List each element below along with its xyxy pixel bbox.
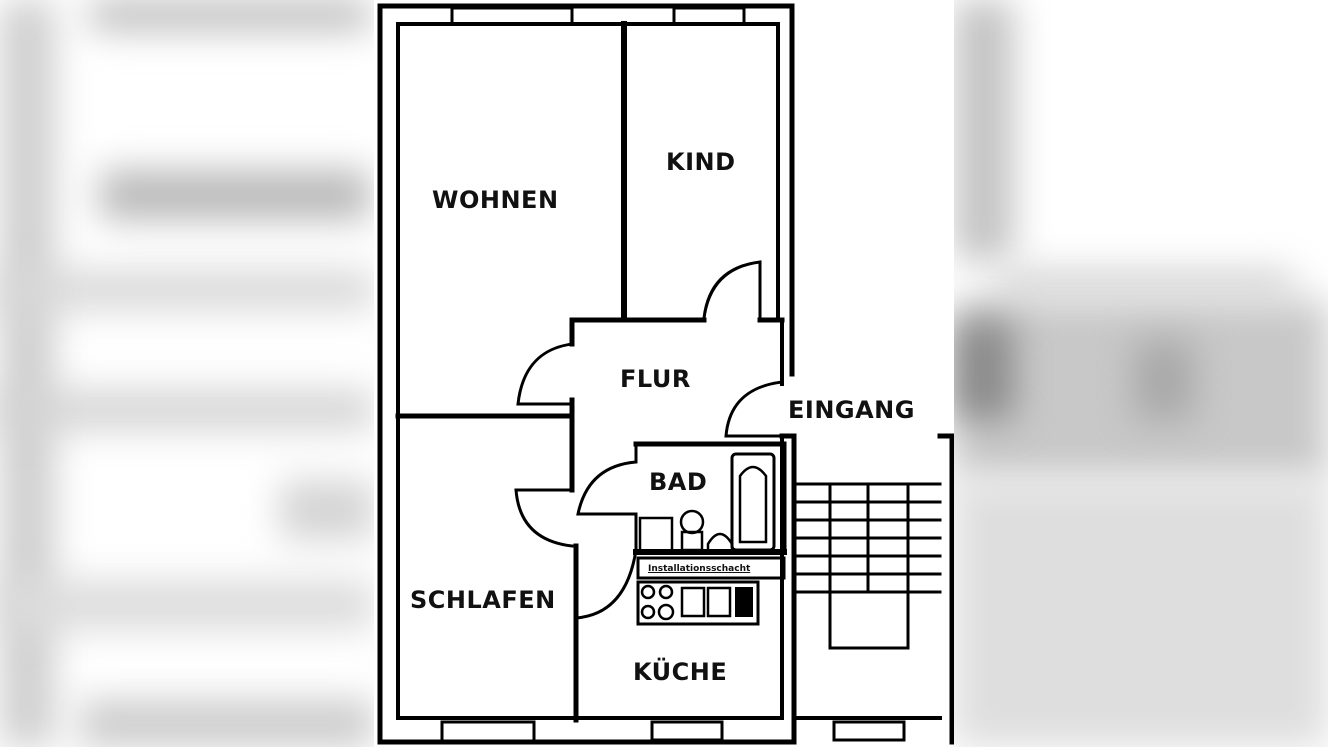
blur-shape (0, 0, 55, 747)
room-label-kueche: KÜCHE (633, 658, 728, 686)
stair-wall-left (779, 433, 797, 745)
room-label-bad: BAD (649, 468, 708, 496)
kitchen-cabinet (706, 586, 732, 618)
room-label-kind: KIND (666, 148, 736, 176)
stove-burner (640, 584, 656, 600)
installation-shaft-label: Installationsschacht (648, 564, 751, 574)
toilet-tank (680, 530, 704, 552)
room-label-wohnen: WOHNEN (432, 186, 559, 214)
stove-burner (657, 603, 675, 621)
blurred-background-left (0, 0, 374, 747)
installation-shaft (636, 556, 786, 580)
blur-shape (80, 700, 374, 747)
door-bad (576, 442, 638, 554)
blur-shape (994, 270, 1294, 295)
sink (706, 532, 734, 554)
stair-wall-right (937, 433, 954, 745)
washing-machine (638, 516, 674, 554)
stair-landing (828, 482, 910, 650)
bathtub (730, 452, 776, 552)
blur-shape (0, 390, 374, 430)
toilet (679, 509, 705, 535)
window (672, 6, 746, 26)
blur-shape (0, 580, 374, 630)
door-eingang (724, 380, 784, 438)
door-schlafen (514, 488, 574, 548)
bathtub-basin (738, 465, 768, 544)
blur-shape (954, 0, 1014, 260)
room-label-flur: FLUR (620, 365, 691, 393)
window (650, 720, 724, 742)
floor-plan: WOHNEN KIND FLUR EINGANG BAD SCHLAFEN KÜ… (374, 0, 954, 747)
kitchen-cabinet (680, 586, 706, 618)
outer-wall (377, 3, 795, 377)
blur-shape (90, 0, 370, 30)
door-kueche (574, 548, 638, 620)
kitchen-counter (636, 580, 760, 626)
wall-bad (633, 441, 787, 555)
outer-wall (377, 3, 795, 745)
stove-burner (658, 584, 674, 600)
door-wohnen (516, 342, 574, 406)
stove-burner (640, 604, 656, 620)
blur-shape (280, 480, 374, 540)
blur-shape (954, 320, 1014, 420)
room-label-eingang: EINGANG (788, 396, 915, 424)
floor-plan-drawing (377, 3, 954, 745)
blur-shape (954, 480, 1328, 747)
window (832, 720, 906, 742)
fridge (735, 587, 753, 617)
window (440, 720, 536, 744)
door-kind (702, 260, 762, 322)
blur-shape (100, 170, 370, 220)
window (450, 6, 574, 26)
blurred-background-right (954, 0, 1328, 747)
blur-shape (1134, 340, 1194, 420)
room-label-schlafen: SCHLAFEN (410, 586, 556, 614)
blur-shape (0, 270, 374, 310)
